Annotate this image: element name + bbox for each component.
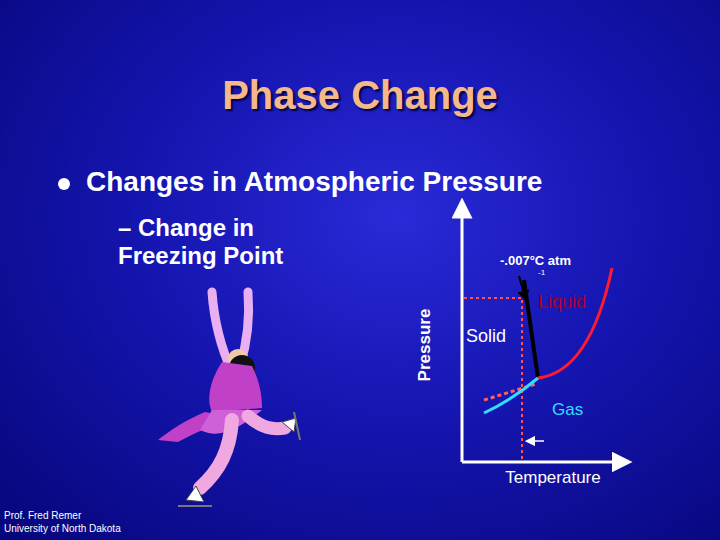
vaporization-curve (538, 268, 612, 378)
sublimation-curve (484, 378, 538, 413)
phase-label: Liquid (538, 292, 586, 313)
superscript: -1 (538, 268, 545, 277)
axis-label: Temperature (505, 468, 600, 488)
triple-point-note: -.007°C atm (500, 254, 571, 269)
phase-label: Gas (552, 400, 583, 420)
leader-arrow (519, 276, 526, 300)
shift-arrow (530, 440, 544, 442)
guide-line (464, 298, 522, 460)
pressure-axis (461, 208, 464, 462)
axis-label: Pressure (415, 309, 435, 382)
sub-bullet-text: – Change in Freezing Point (118, 214, 318, 269)
bullet (58, 178, 70, 190)
slide-title: Phase Change (0, 72, 720, 118)
figure-skater (158, 292, 300, 506)
credit-text: Prof. Fred Remer (4, 510, 81, 522)
temperature-axis (462, 461, 622, 464)
phase-label: Solid (466, 326, 506, 347)
melting-curve (524, 280, 538, 378)
bullet-text: Changes in Atmospheric Pressure (86, 166, 542, 198)
credit-text: University of North Dakota (4, 523, 121, 535)
